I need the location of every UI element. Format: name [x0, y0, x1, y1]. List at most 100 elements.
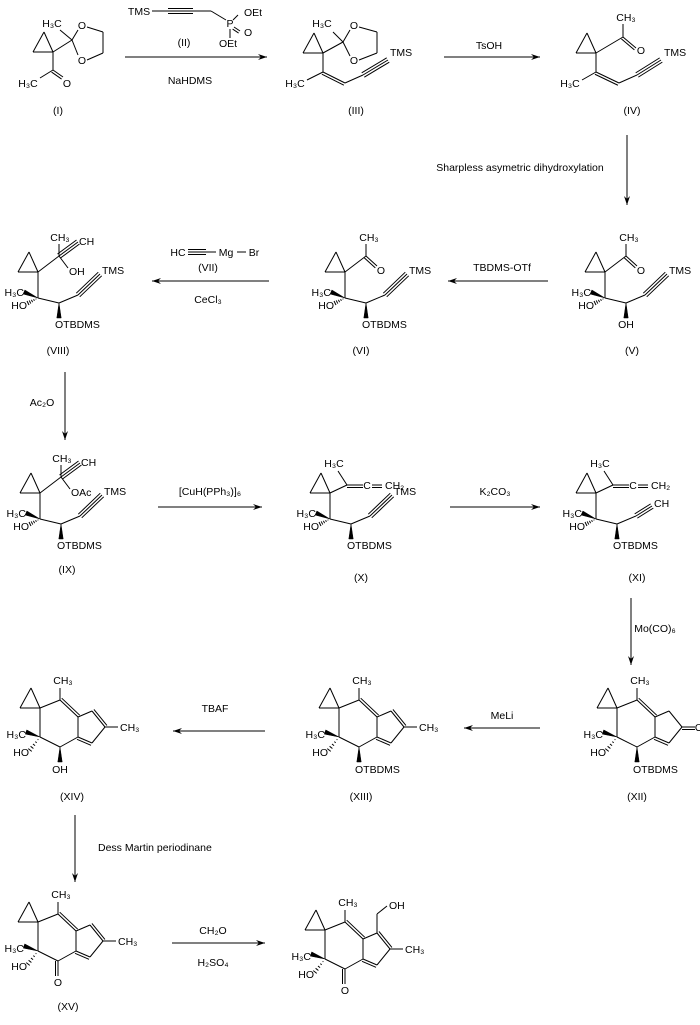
arrow-step7	[158, 504, 262, 510]
bond	[39, 699, 61, 709]
reagent-label: Ac₂O	[30, 397, 55, 409]
oxygen-label: O	[341, 985, 349, 997]
bond	[668, 726, 683, 744]
oxy-label: OTBDMS	[57, 540, 102, 552]
reagent-label: NaHDMS	[168, 75, 212, 87]
hashed-bond	[25, 952, 37, 966]
bond	[322, 41, 344, 54]
compound-label: (VI)	[353, 345, 370, 357]
tms-label: TMS	[669, 265, 691, 277]
arrow-head	[531, 504, 540, 510]
methyl-label: CH₃	[338, 897, 357, 909]
bond	[369, 494, 393, 517]
bond	[390, 726, 405, 744]
bond	[28, 521, 32, 527]
bond	[37, 255, 60, 273]
bond	[19, 687, 32, 709]
bond	[59, 460, 79, 476]
methyl-label: H₃C	[306, 729, 326, 741]
wedge-bond	[58, 523, 64, 540]
bond	[616, 736, 638, 748]
arrow-step8	[450, 504, 540, 510]
hashed-bond	[333, 298, 344, 306]
bond	[35, 519, 37, 523]
bond	[329, 518, 352, 525]
bond	[654, 736, 670, 744]
methyl-label: H₃C	[7, 508, 27, 520]
bond	[596, 687, 609, 709]
bond	[60, 243, 80, 259]
bond	[338, 699, 360, 709]
hashed-bond	[27, 738, 39, 752]
methyl-label: CH₃	[419, 722, 438, 734]
bond	[57, 239, 77, 255]
bond	[324, 921, 346, 931]
bond	[324, 958, 346, 970]
wedge-bond	[601, 729, 618, 738]
wedge-bond	[348, 523, 354, 540]
bond	[376, 905, 388, 915]
bond	[58, 241, 79, 257]
bond	[35, 952, 37, 955]
bond	[329, 687, 340, 709]
bond	[335, 300, 339, 304]
bond	[89, 924, 104, 942]
tms-label: TMS	[664, 47, 686, 59]
bond	[320, 472, 331, 494]
bond	[79, 494, 103, 517]
bond	[332, 31, 344, 43]
bond	[390, 710, 405, 728]
bond	[593, 300, 597, 306]
bond	[594, 73, 619, 86]
bond	[376, 932, 391, 950]
bond	[331, 743, 335, 747]
wedge-bond	[580, 510, 597, 520]
wedge-bond	[623, 302, 629, 319]
oxy-label: OH	[618, 319, 634, 331]
hc-label: HC	[170, 247, 186, 259]
bond	[586, 521, 590, 525]
bond	[642, 271, 666, 294]
hashed-bond	[318, 519, 329, 527]
bond	[611, 741, 615, 744]
bond	[333, 741, 337, 744]
methyl-label: CH₃	[616, 12, 635, 24]
bond	[32, 31, 45, 53]
bond	[319, 963, 323, 966]
hydroxyl-label: OAc	[71, 487, 91, 499]
bond	[91, 923, 106, 940]
hydroxyl-label: HO	[590, 747, 606, 759]
bond	[75, 924, 91, 932]
bond	[595, 300, 599, 304]
tms-label: TMS	[104, 486, 126, 498]
compound-label: (VII)	[198, 262, 218, 274]
compound-label: (XIII)	[350, 791, 373, 803]
arrow-step9	[628, 598, 634, 665]
bond	[329, 745, 333, 749]
bond	[595, 484, 614, 494]
bond	[362, 59, 389, 76]
arrow-step12	[72, 815, 78, 882]
methyl-label: H₃C	[292, 951, 312, 963]
bond	[59, 699, 79, 718]
reagent-label: Dess Martin periodinane	[98, 842, 212, 854]
bond	[654, 710, 670, 718]
bond	[28, 300, 32, 304]
hashed-bond	[593, 298, 604, 306]
compound-label: (XV)	[58, 1001, 79, 1013]
compound-label: (VIII)	[47, 345, 70, 357]
bond	[350, 515, 371, 525]
bond	[39, 736, 61, 748]
bond	[595, 71, 620, 84]
bond	[320, 521, 324, 525]
wedge-bond	[323, 729, 340, 738]
bond	[37, 950, 59, 962]
bond	[62, 464, 82, 480]
hydroxyl-label: HO	[11, 961, 27, 973]
methyl-label: CH₃	[619, 232, 638, 244]
bond	[309, 472, 322, 494]
oxygen-label: O	[377, 265, 385, 277]
